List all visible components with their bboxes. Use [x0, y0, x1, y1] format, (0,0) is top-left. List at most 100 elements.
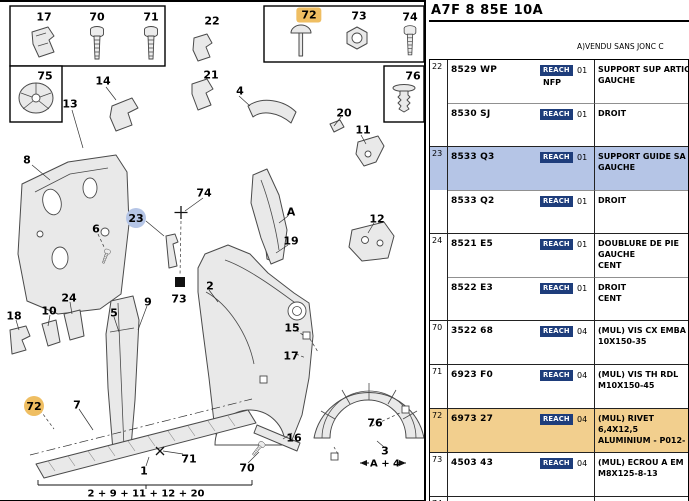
callout-21[interactable]: 21 [203, 68, 219, 82]
reach-badge[interactable]: REACH [540, 239, 573, 250]
row-index: 73 [430, 453, 448, 496]
callout-9[interactable]: 9 [144, 295, 152, 309]
reach-badge[interactable]: REACH [540, 109, 573, 120]
callout-16[interactable]: 16 [286, 431, 302, 445]
row-index: 72 [430, 409, 448, 452]
sail-panel-part [250, 168, 288, 265]
nfp-label: NFP [543, 77, 562, 87]
callout-5[interactable]: 5 [110, 306, 118, 320]
part-reference: 8529 WP [451, 65, 498, 75]
callout-2[interactable]: 2 [206, 279, 214, 293]
callout-14[interactable]: 14 [95, 74, 111, 88]
row-index: 24 [430, 234, 448, 277]
reach-badge[interactable]: REACH [540, 196, 573, 207]
callout-74[interactable]: 74 [402, 10, 418, 24]
square-marker [175, 277, 185, 287]
clip-icon [192, 33, 213, 62]
callout-10[interactable]: 10 [41, 304, 57, 318]
callout-4[interactable]: 4 [236, 84, 244, 98]
callout-74[interactable]: 74 [196, 186, 212, 200]
callout-72[interactable]: 72 [24, 396, 44, 416]
reach-badge[interactable]: REACH [540, 370, 573, 381]
part-group-74: 74(MUL) VIS TH RDL [430, 497, 688, 501]
plate-note: A)VENDU SANS JONC C [577, 42, 664, 51]
callout-8[interactable]: 8 [23, 153, 31, 167]
part-quantity: 01 [577, 103, 594, 146]
reach-badge[interactable]: REACH [540, 458, 573, 469]
callout-73[interactable]: 73 [351, 9, 367, 23]
callout-17[interactable]: 17 [283, 349, 299, 363]
callout-12[interactable]: 12 [369, 212, 385, 226]
x-marker [155, 446, 165, 456]
assembly-bracket [37, 460, 406, 489]
rocker-panel-part [29, 398, 257, 479]
callout-23[interactable]: 23 [126, 208, 146, 228]
callout-A[interactable]: A [286, 205, 296, 219]
part-description: DROIT [594, 190, 688, 233]
callout-1[interactable]: 1 [140, 464, 148, 478]
row-index: 70 [430, 321, 448, 364]
callout-17[interactable]: 17 [36, 10, 52, 24]
callout-19[interactable]: 19 [283, 234, 299, 248]
part-reference: 8533 Q2 [448, 190, 540, 233]
callout-72[interactable]: 72 [296, 7, 322, 23]
callout-22[interactable]: 22 [204, 14, 220, 28]
part-quantity [577, 497, 594, 501]
callout-11[interactable]: 11 [355, 123, 371, 137]
callout-73[interactable]: 73 [171, 292, 187, 306]
badge-cell: REACH [540, 190, 577, 233]
callout-75[interactable]: 75 [37, 69, 53, 83]
wheel-arch-liner-part [313, 383, 424, 439]
row-index: 22 [430, 60, 448, 103]
row-index [430, 277, 448, 320]
reach-badge[interactable]: REACH [540, 326, 573, 337]
part-quantity: 01 [577, 153, 588, 162]
reach-badge[interactable]: REACH [540, 414, 573, 425]
callout-18[interactable]: 18 [6, 309, 22, 323]
nut-icon [346, 26, 368, 50]
callout-70[interactable]: 70 [89, 10, 105, 24]
part-row[interactable]: 74(MUL) VIS TH RDL [430, 497, 688, 501]
callout-70[interactable]: 70 [239, 461, 255, 475]
callout-71[interactable]: 71 [143, 10, 159, 24]
callout-76[interactable]: 76 [405, 69, 421, 83]
reach-badge[interactable]: REACH [540, 152, 573, 163]
callout-3[interactable]: 3 [381, 444, 389, 458]
reach-badge[interactable]: REACH [540, 65, 573, 76]
clip-position-markers [259, 331, 410, 461]
callout-13[interactable]: 13 [62, 97, 78, 111]
spring-clip-icon [31, 26, 55, 58]
callout-24[interactable]: 24 [61, 291, 77, 305]
callout-7[interactable]: 7 [73, 398, 81, 412]
callout-15[interactable]: 15 [284, 321, 300, 335]
badge-cell: REACH [540, 321, 577, 364]
parts-diagram-art [9, 5, 424, 489]
callout-71[interactable]: 71 [181, 452, 197, 466]
badge-cell [540, 497, 577, 501]
callout-76[interactable]: 76 [367, 416, 383, 430]
part-reference: 6973 27 [451, 414, 494, 424]
callout-6[interactable]: 6 [92, 222, 100, 236]
callout-20[interactable]: 20 [336, 106, 352, 120]
reach-badge[interactable]: REACH [540, 283, 573, 294]
